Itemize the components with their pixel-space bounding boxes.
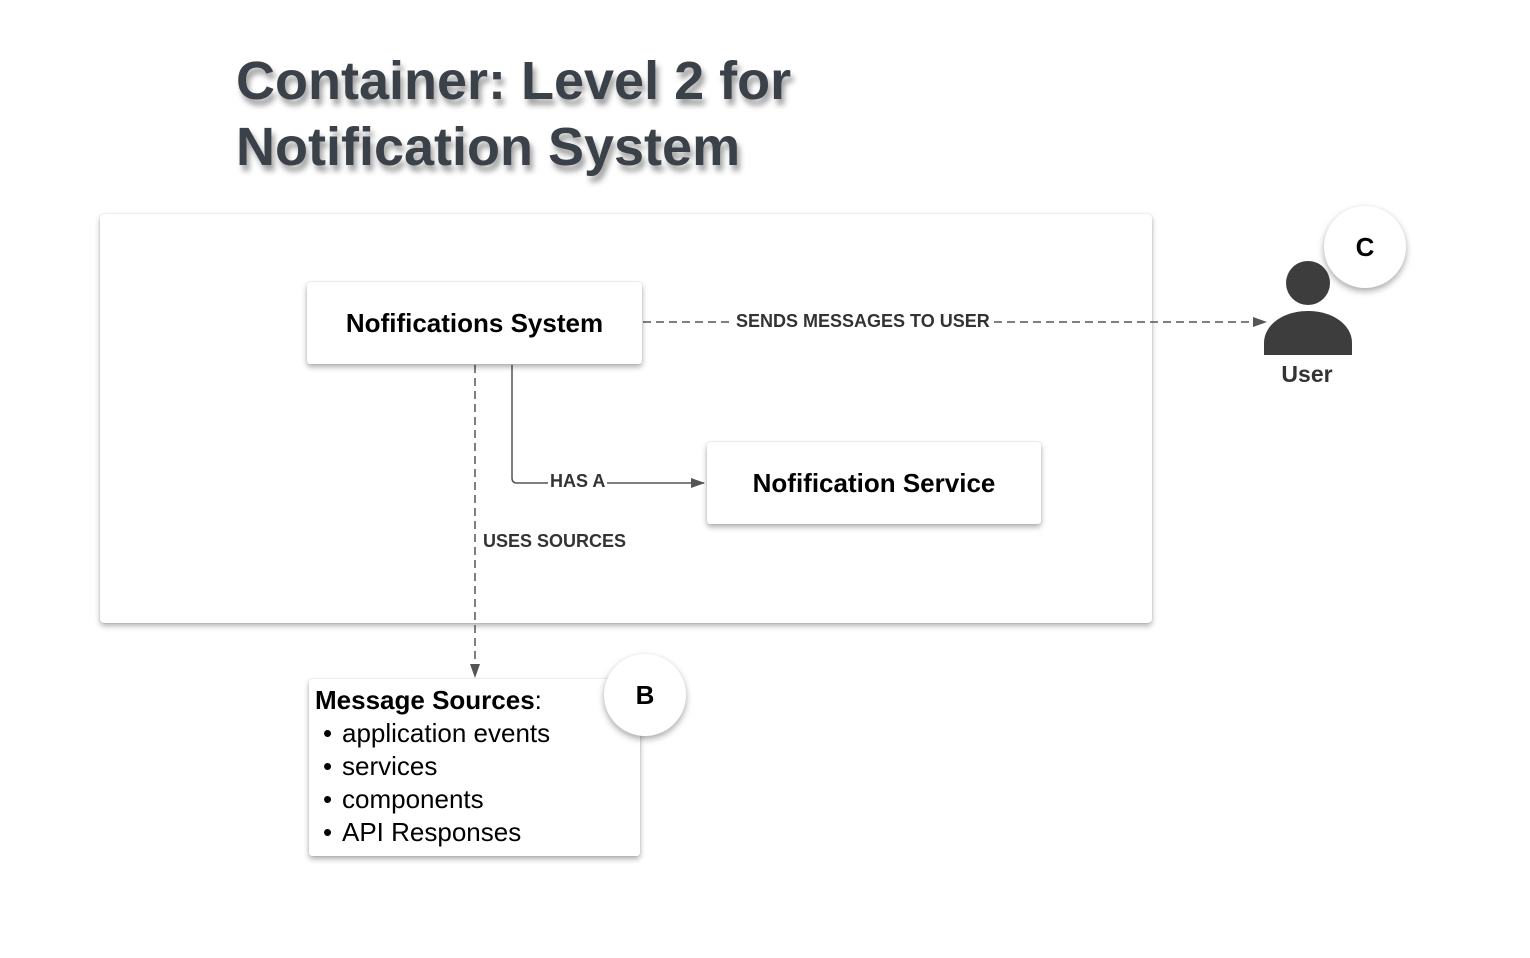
user-person-icon — [1264, 261, 1352, 355]
message-sources-heading: Message Sources: — [315, 683, 640, 717]
message-sources-heading-suffix: : — [534, 685, 542, 715]
page-title-line-2: Notification System — [236, 117, 741, 177]
page-title-line-1: Container: Level 2 for — [236, 51, 792, 111]
edge-label-sends-messages: SENDS MESSAGES TO USER — [734, 310, 992, 332]
notification-service-label: Nofification Service — [752, 467, 996, 498]
message-sources-list: application events services components A… — [315, 717, 640, 849]
list-item: application events — [323, 717, 640, 750]
badge-c[interactable]: C — [1324, 206, 1406, 288]
message-sources-heading-text: Message Sources — [315, 685, 535, 715]
message-sources-node[interactable]: Message Sources: application events serv… — [309, 679, 640, 856]
list-item: components — [323, 783, 640, 816]
edge-label-uses-sources: USES SOURCES — [481, 530, 629, 552]
page-title: Container: Level 2 for Notification Syst… — [236, 48, 791, 180]
list-item: services — [323, 750, 640, 783]
notifications-system-node[interactable]: Nofifications System — [307, 282, 642, 364]
list-item: API Responses — [323, 816, 640, 849]
badge-b-label: B — [635, 679, 655, 710]
badge-b[interactable]: B — [604, 654, 686, 736]
edge-label-has-a: HAS A — [548, 470, 608, 492]
person-icon-body — [1264, 311, 1352, 355]
edge-has-a — [511, 365, 705, 488]
badge-c-label: C — [1355, 231, 1375, 262]
user-label: User — [1281, 361, 1333, 387]
notifications-system-label: Nofifications System — [345, 307, 604, 338]
person-icon-head — [1286, 261, 1330, 305]
notification-service-node[interactable]: Nofification Service — [707, 442, 1041, 524]
